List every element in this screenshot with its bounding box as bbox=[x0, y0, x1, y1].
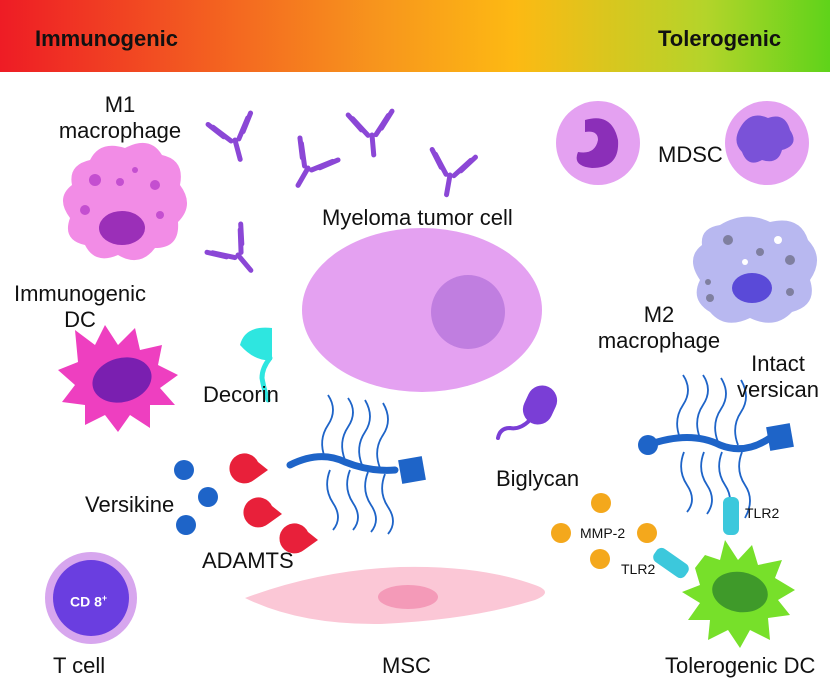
immunogenic-dc-cell bbox=[58, 325, 178, 432]
adamts-label: ADAMTS bbox=[202, 548, 294, 573]
mmp2-dot bbox=[637, 523, 657, 543]
mmp2-molecules bbox=[551, 493, 657, 569]
t-cell bbox=[45, 552, 137, 644]
t-cell-label: T cell bbox=[53, 653, 106, 678]
m2-macrophage-cell bbox=[692, 216, 818, 323]
tlr2-label-top: TLR2 bbox=[745, 505, 780, 521]
cd8-superscript: + bbox=[101, 593, 108, 603]
adamts-enzyme-icon bbox=[229, 453, 268, 484]
versican-cleaved bbox=[286, 394, 426, 535]
decorin-molecule bbox=[240, 327, 273, 403]
antibody-icon bbox=[204, 221, 254, 273]
mmp2-dot bbox=[551, 523, 571, 543]
tlr2-receptor-bottom bbox=[653, 547, 689, 579]
tlr2-receptors bbox=[653, 497, 739, 579]
msc-label: MSC bbox=[382, 653, 431, 678]
mmp2-label: MMP-2 bbox=[580, 525, 626, 541]
versikine-dot bbox=[174, 460, 194, 480]
biglycan-molecule bbox=[496, 385, 558, 440]
adamts-enzyme-icon bbox=[243, 497, 282, 528]
adamts-enzymes bbox=[229, 453, 318, 554]
tlr2-label-bottom: TLR2 bbox=[621, 561, 656, 577]
tlr2-receptor-top bbox=[723, 497, 739, 535]
immunogenic-dc-label: Immunogenic DC bbox=[5, 281, 155, 333]
intact-versican bbox=[638, 374, 794, 519]
mdsc-cell-2 bbox=[725, 101, 809, 185]
intact-versican-label-line2: versican bbox=[737, 377, 819, 402]
mdsc-label: MDSC bbox=[658, 142, 723, 167]
biglycan-label: Biglycan bbox=[496, 466, 580, 491]
tolerogenic-dc-label: Tolerogenic DC bbox=[665, 653, 816, 678]
cd8-text: CD 8 bbox=[70, 593, 102, 610]
immunogenic-tolerogenic-gradient-bar bbox=[0, 0, 830, 72]
myeloma-label: Myeloma tumor cell bbox=[322, 205, 513, 230]
mdsc-cell-1 bbox=[556, 101, 640, 185]
antibody-icon bbox=[429, 147, 478, 198]
antibody-icon bbox=[345, 108, 395, 158]
intact-versican-label: Intact versican bbox=[728, 351, 828, 403]
versikine-fragments bbox=[174, 460, 218, 535]
decorin-label: Decorin bbox=[203, 382, 279, 407]
immunogenic-dc-label-line1: Immunogenic bbox=[13, 281, 147, 306]
antibody-icon bbox=[205, 110, 254, 162]
m2-macrophage-label: M2 macrophage bbox=[585, 302, 733, 354]
versikine-dot bbox=[176, 515, 196, 535]
intact-versican-label-line1: Intact bbox=[751, 351, 805, 376]
versikine-label: Versikine bbox=[85, 492, 175, 517]
versikine-dot bbox=[198, 487, 218, 507]
myeloma-tumor-cell bbox=[302, 228, 542, 392]
msc-cell bbox=[245, 566, 545, 625]
cd8-label: CD 8+ bbox=[70, 590, 107, 610]
immunogenic-dc-label-line2: DC bbox=[64, 307, 96, 332]
antibody-icon bbox=[295, 135, 341, 188]
m2-label-line2: macrophage bbox=[597, 328, 721, 353]
mmp2-dot bbox=[590, 549, 610, 569]
m2-label-line1: M2 bbox=[643, 302, 675, 327]
m1-macrophage-label: M1 macrophage bbox=[50, 92, 190, 144]
m1-label-line1: M1 bbox=[104, 92, 136, 117]
m1-label-line2: macrophage bbox=[58, 118, 182, 143]
antibody-group bbox=[204, 108, 478, 273]
adamts-enzyme-icon bbox=[279, 523, 318, 554]
tolerogenic-dc-cell bbox=[682, 540, 795, 648]
mmp2-dot bbox=[591, 493, 611, 513]
tolerogenic-header-label: Tolerogenic bbox=[658, 26, 782, 51]
m1-macrophage-cell bbox=[62, 142, 188, 261]
immunogenic-header-label: Immunogenic bbox=[35, 26, 179, 51]
